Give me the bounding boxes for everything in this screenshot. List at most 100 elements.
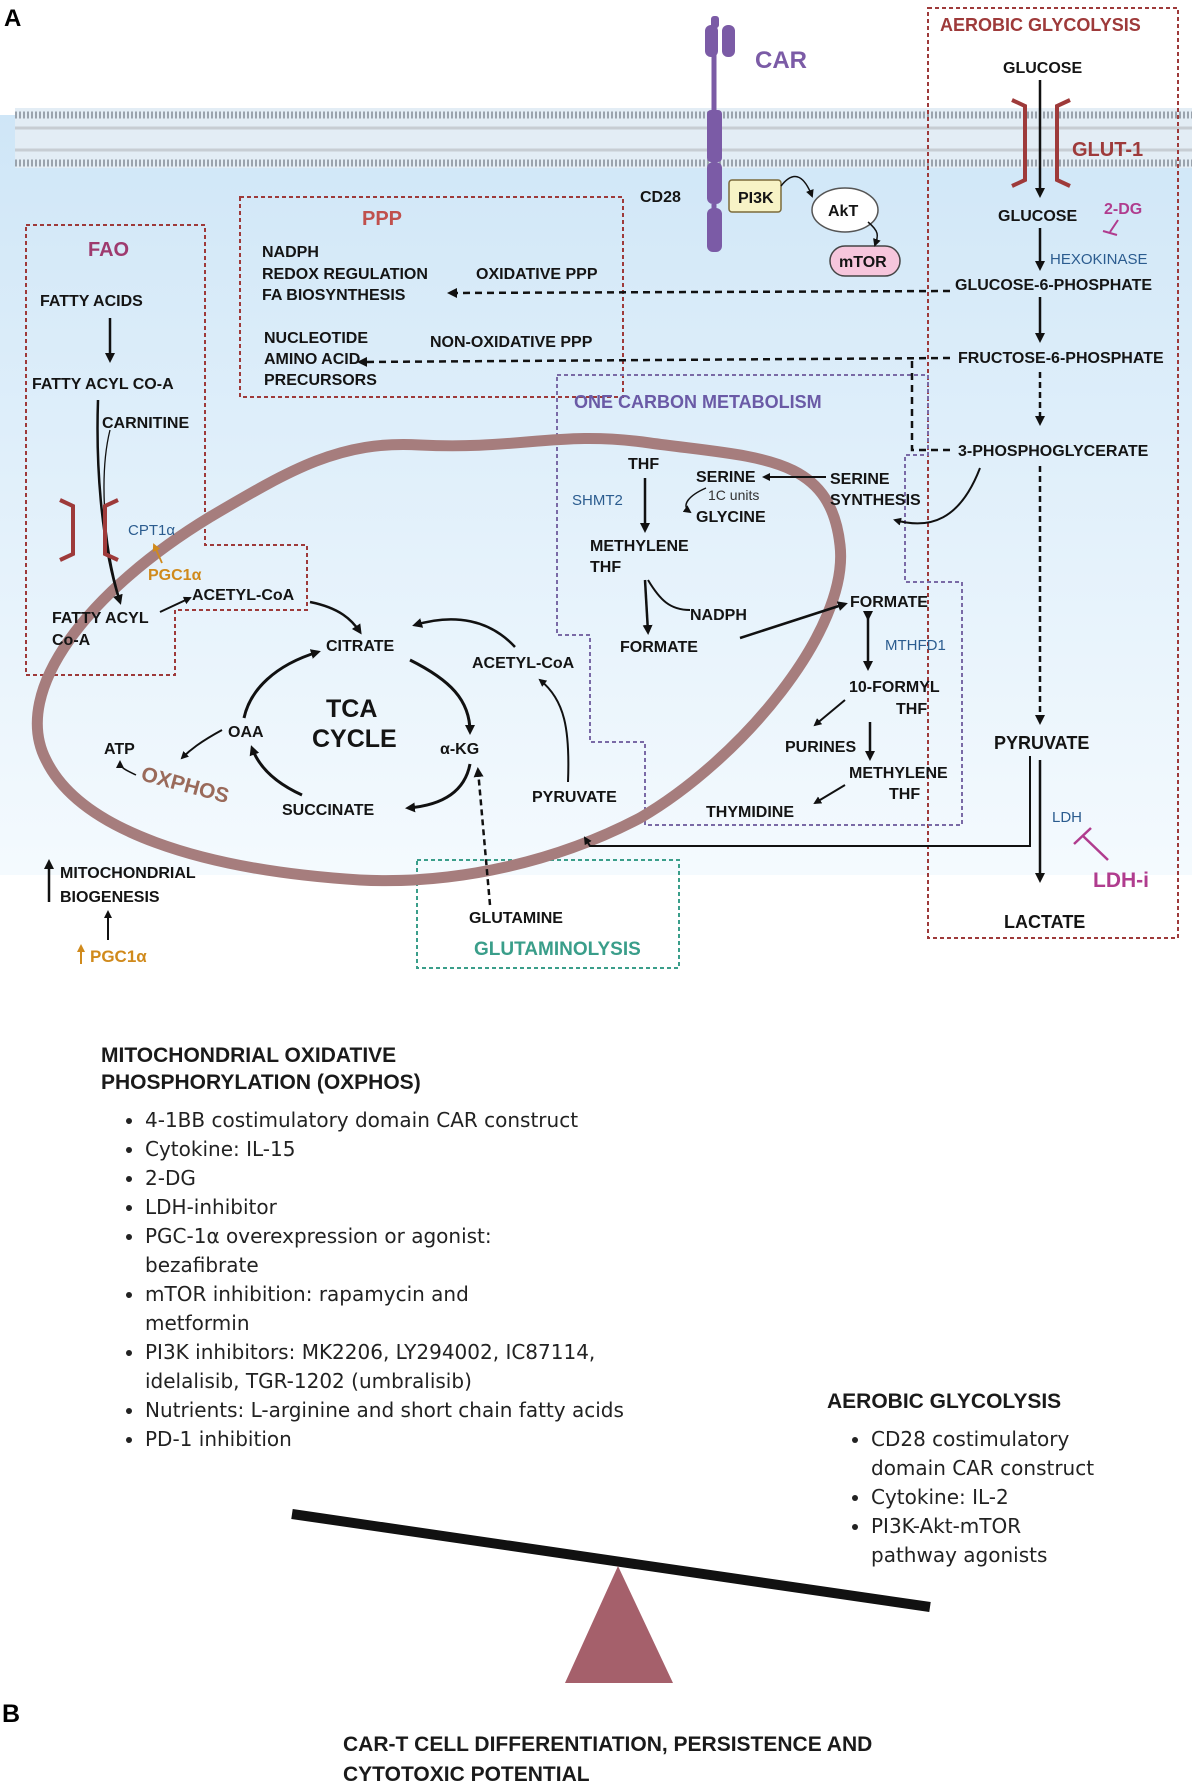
glycolysis-item: CD28 costimulatory domain CAR construct (871, 1425, 1131, 1483)
serine-synthesis-2: SYNTHESIS (830, 492, 921, 509)
ppp-title: PPP (362, 208, 402, 230)
ppp-product-2: REDOX REGULATION (262, 266, 428, 283)
oxphos-item: mTOR inhibition: rapamycin and metformin (145, 1280, 545, 1338)
acetylcoa-citrate-arrow-2 (412, 618, 516, 648)
carnitine-label: CARNITINE (102, 415, 189, 432)
glucose-inside: GLUCOSE (998, 208, 1077, 225)
citrate-akg-arrow (409, 658, 475, 735)
formate-right-label: FORMATE (850, 594, 928, 611)
methylene-nadph-arrow (647, 579, 691, 611)
g6p-label: GLUCOSE-6-PHOSPHATE (955, 277, 1152, 294)
succinate-oaa-arrow (249, 745, 303, 797)
oxphos-item: Nutrients: L-arginine and short chain fa… (145, 1396, 625, 1425)
akt-mtor-arrow (867, 221, 881, 247)
cell-membrane (15, 108, 1192, 168)
acetylcoa-citrate-arrow-1 (309, 600, 362, 635)
oaa-label: OAA (228, 724, 264, 741)
mitochondrion (31, 433, 847, 887)
tca-cycle-1: TCA (326, 695, 377, 723)
methylene-formate-arrow (642, 579, 653, 635)
formate-transfer-arrow (739, 601, 848, 640)
serine-glycine-arrow (682, 487, 707, 514)
glycolysis-item: Cytokine: IL-2 (871, 1483, 1167, 1512)
fatty-acyl-coa-label: FATTY ACYL CO-A (32, 376, 174, 393)
cpt1a-label: CPT1α (128, 522, 175, 539)
shmt2-label: SHMT2 (572, 492, 623, 509)
glut1-transporter (1011, 98, 1071, 188)
atp-label: ATP (104, 741, 135, 758)
lactate-label: LACTATE (1004, 912, 1085, 932)
oxphos-item: 4-1BB costimulatory domain CAR construct (145, 1106, 661, 1135)
glutamine-label: GLUTAMINE (469, 910, 563, 927)
aerobic-glycolysis-title: AEROBIC GLYCOLYSIS (940, 15, 1141, 35)
citrate-label: CITRATE (326, 638, 394, 655)
1c-units-label: 1C units (708, 487, 759, 503)
formyl-thf-1: 10-FORMYL (849, 679, 940, 696)
glutaminolysis-box (416, 859, 680, 969)
glut1-label: GLUT-1 (1072, 139, 1143, 161)
biogenesis-2: BIOGENESIS (60, 889, 160, 906)
pi3k-akt-arrow (780, 175, 814, 198)
one-carbon-box (556, 374, 963, 826)
acetyl-coa-fao-label: ACETYL-CoA (192, 587, 295, 604)
oxphos-title: MITOCHONDRIAL OXIDATIVE PHOSPHORYLATION … (101, 1044, 421, 1094)
pyruvate-acetylcoa-arrow (538, 678, 570, 783)
serine-label: SERINE (696, 469, 756, 486)
pyruvate-import-arrow (583, 756, 1031, 847)
balance-beam (291, 1509, 931, 1612)
glucose-outside: GLUCOSE (1003, 60, 1082, 77)
oxphos-item: LDH-inhibitor (145, 1193, 661, 1222)
oxphos-item: 2-DG (145, 1164, 661, 1193)
bottom-title: CAR-T CELL DIFFERENTIATION, PERSISTENCE … (343, 1733, 873, 1786)
methylene-thf2-1: METHYLENE (849, 765, 948, 782)
oxphos-item: Cytokine: IL-15 (145, 1135, 661, 1164)
carnitine-shuttle-arrow (96, 399, 123, 605)
glutamine-akg-arrow (473, 767, 492, 906)
fatty-acyl-coa-mito-1: FATTY ACYL (52, 610, 149, 627)
methylene-thf2-2: THF (889, 786, 920, 803)
oaa-atp-arrow (180, 729, 223, 760)
panel-a-diagram: A CAR CD28 PI3K AkT mTOR AEROBIC GLYCOLY… (0, 5, 1192, 969)
pyruvate-cyto-label: PYRUVATE (994, 733, 1089, 753)
oxphos-list: 4-1BB costimulatory domain CAR construct… (101, 1106, 661, 1454)
mtor-label: mTOR (839, 254, 887, 271)
akg-succinate-arrow (405, 763, 472, 813)
nadph-label: NADPH (690, 607, 747, 624)
serine-synthesis-1: SERINE (830, 471, 890, 488)
balance-fulcrum (565, 1566, 673, 1683)
glycolysis-list: CD28 costimulatory domain CAR construct … (827, 1425, 1167, 1570)
ldh-label: LDH (1052, 809, 1082, 826)
biogenesis-1: MITOCHONDRIAL (60, 865, 196, 882)
acylcoa-acetylcoa-arrow (159, 596, 192, 613)
pi3k-box (728, 179, 782, 213)
oxphos-item: PD-1 inhibition (145, 1425, 661, 1454)
fao-title: FAO (88, 239, 129, 261)
cd28-label: CD28 (640, 189, 681, 206)
panel-b-label: B (2, 1700, 21, 1728)
cytoplasm (0, 115, 1192, 875)
ppp-box (239, 196, 624, 398)
succinate-label: SUCCINATE (282, 802, 374, 819)
ppp-product-1: NADPH (262, 244, 319, 261)
acetyl-coa-tca-label: ACETYL-CoA (472, 655, 575, 672)
glycolysis-section: AEROBIC GLYCOLYSIS CD28 costimulatory do… (827, 1388, 1167, 1570)
glutaminolysis-title: GLUTAMINOLYSIS (474, 939, 641, 960)
pgc1a-bottom-label: PGC1α (90, 947, 147, 966)
akt-label: AkT (828, 203, 858, 220)
akt-node (811, 187, 879, 233)
akg-label: α-KG (440, 741, 479, 758)
pgc1a-cpt1a-arrow (152, 543, 163, 564)
purines-label: PURINES (785, 739, 856, 756)
glycolysis-item: PI3K-Akt-mTOR pathway agonists (871, 1512, 1101, 1570)
formyl-purines-arrow (813, 699, 846, 727)
thf-label: THF (628, 456, 659, 473)
inhibitor-2dg: 2-DG (1104, 201, 1142, 218)
pi3k-label: PI3K (738, 190, 774, 207)
glycolysis-title: AEROBIC GLYCOLYSIS (827, 1390, 1062, 1413)
mthfd1-label: MTHFD1 (885, 637, 946, 654)
3pg-branch (910, 360, 950, 452)
fao-box (25, 224, 308, 676)
aerobic-glycolysis-box (927, 7, 1179, 939)
ppp-product-5: AMINO ACID (264, 351, 360, 368)
oaa-citrate-arrow (242, 649, 321, 719)
